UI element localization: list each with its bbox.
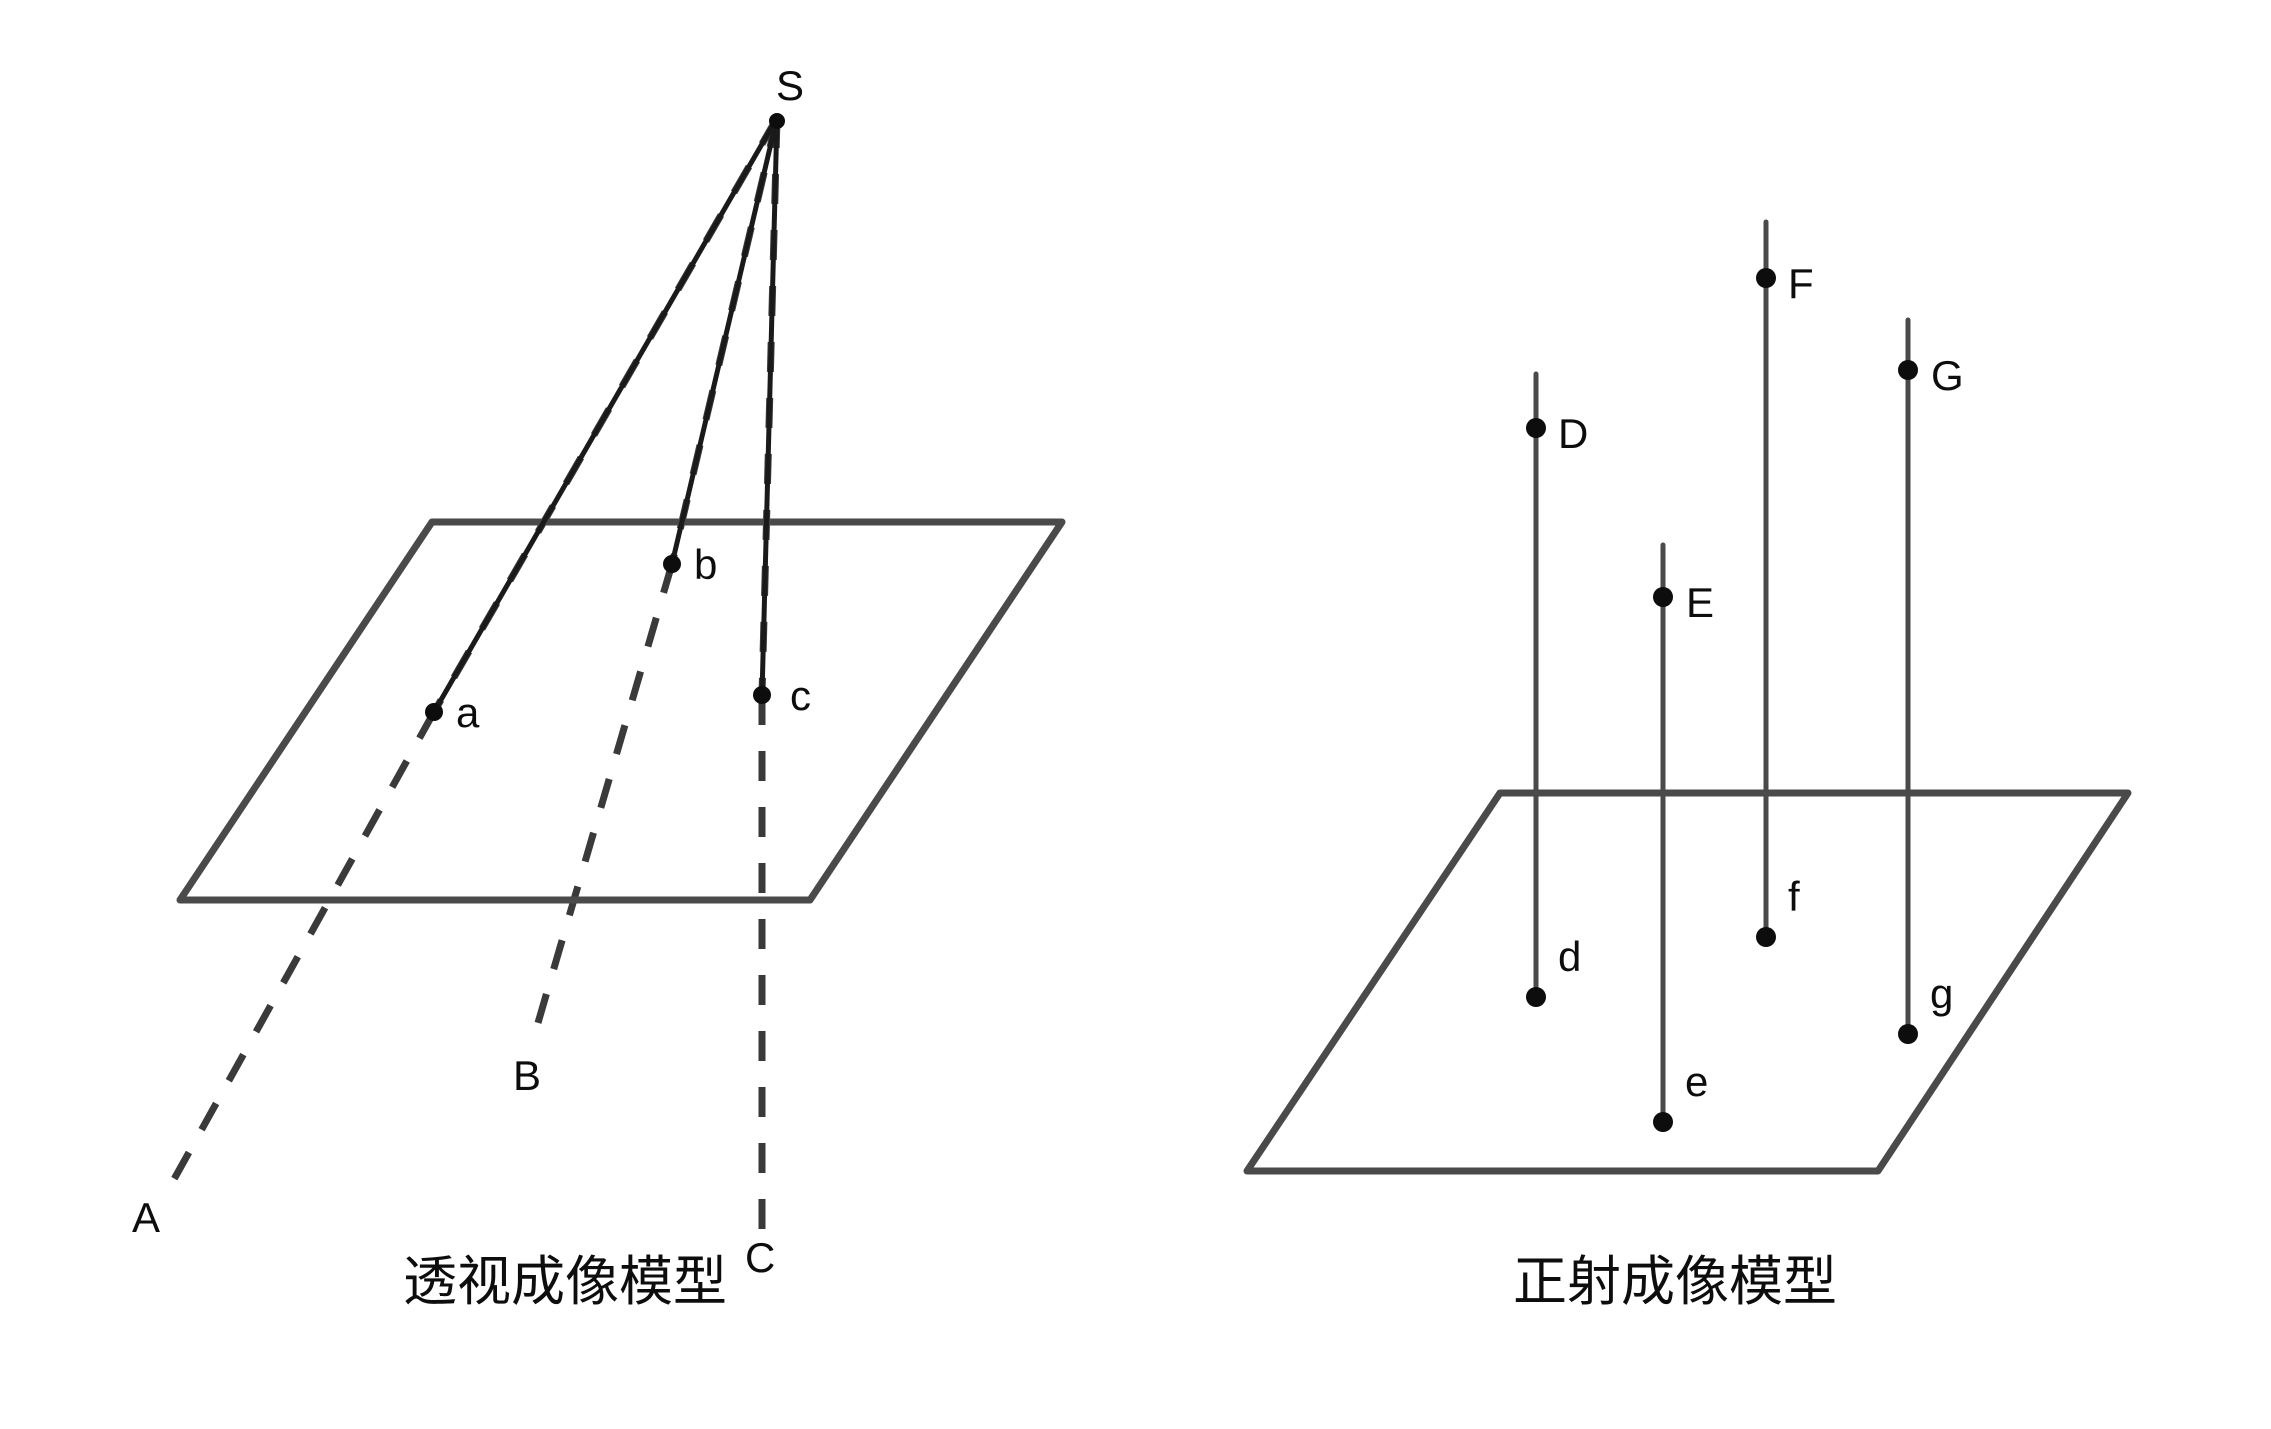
label-b: b bbox=[694, 541, 717, 588]
orthographic-panel: D E F G d e f g 正射成像模型 bbox=[1243, 219, 2132, 1312]
ray-S-to-c bbox=[759, 115, 780, 698]
label-f: f bbox=[1788, 873, 1800, 920]
object-point-dot-G bbox=[1898, 360, 1918, 380]
orthographic-projection-lines bbox=[1533, 219, 1911, 1125]
label-c: c bbox=[790, 672, 811, 719]
caption-perspective: 透视成像模型 bbox=[403, 1252, 727, 1312]
orthographic-projection-lines-front bbox=[1533, 790, 1911, 1125]
label-C: C bbox=[745, 1234, 775, 1281]
label-e: e bbox=[1685, 1058, 1708, 1105]
label-d: d bbox=[1558, 933, 1581, 980]
object-point-dot-F bbox=[1756, 268, 1776, 288]
ray-S-to-a bbox=[431, 115, 780, 715]
label-E: E bbox=[1686, 579, 1714, 626]
image-point-dot-g bbox=[1898, 1024, 1918, 1044]
image-point-dot-d bbox=[1526, 987, 1546, 1007]
image-point-dot-b bbox=[663, 555, 681, 573]
ray-a-to-A bbox=[164, 710, 438, 1192]
perspective-object-rays bbox=[164, 563, 766, 1232]
ray-S-to-b bbox=[669, 115, 780, 567]
label-F: F bbox=[1788, 260, 1814, 307]
perspective-image-plane bbox=[176, 518, 1066, 904]
orthographic-image-plane bbox=[1243, 789, 2132, 1175]
label-A: A bbox=[132, 1194, 160, 1241]
perspective-panel: S a b c A B C 透视成像模型 bbox=[132, 62, 1066, 1312]
perspective-source-rays-solid bbox=[431, 115, 780, 715]
label-D: D bbox=[1558, 410, 1588, 457]
image-point-dot-a bbox=[425, 703, 443, 721]
image-point-dot-c bbox=[753, 686, 771, 704]
label-g: g bbox=[1930, 970, 1953, 1017]
image-point-dot-f bbox=[1756, 927, 1776, 947]
image-point-dot-e bbox=[1653, 1112, 1673, 1132]
ray-b-to-B bbox=[529, 563, 676, 1041]
caption-orthographic: 正射成像模型 bbox=[1513, 1252, 1837, 1312]
label-B: B bbox=[513, 1052, 541, 1099]
object-point-dot-E bbox=[1653, 587, 1673, 607]
projection-center-dot-S bbox=[769, 113, 785, 129]
object-point-dot-D bbox=[1526, 418, 1546, 438]
label-S: S bbox=[776, 62, 804, 109]
label-a: a bbox=[456, 689, 480, 736]
label-G: G bbox=[1931, 352, 1964, 399]
